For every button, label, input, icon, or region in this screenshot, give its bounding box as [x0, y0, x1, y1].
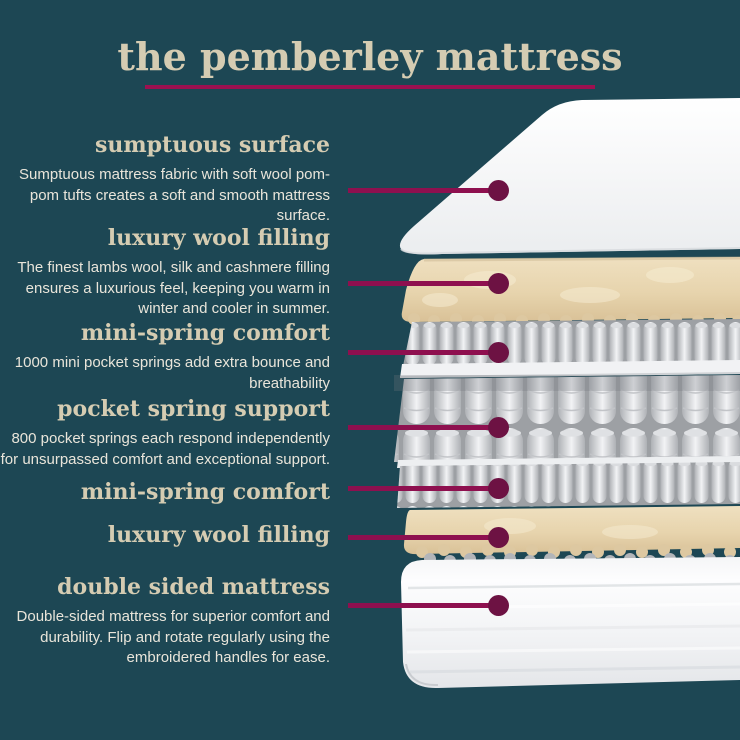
section-heading: pocket spring support [57, 396, 330, 422]
connector-dot [488, 416, 509, 438]
connector-line [348, 602, 490, 608]
connector-dot [488, 526, 509, 548]
connector-sumptuous-surface [348, 179, 509, 201]
section-heading: luxury wool filling [107, 225, 330, 251]
layer-mini-springs-bottom [397, 462, 740, 508]
section-double-sided: double sided mattress Double-sided mattr… [0, 574, 330, 669]
layer-top-cover [399, 98, 740, 255]
connector-mini-spring-top [348, 341, 509, 363]
connector-dot [488, 272, 509, 294]
section-sumptuous-surface: sumptuous surface Sumptuous mattress fab… [0, 132, 330, 227]
section-body: Double-sided mattress for superior comfo… [16, 608, 330, 666]
connector-luxury-wool-bottom [348, 526, 509, 548]
connector-line [348, 187, 490, 193]
connector-double-sided [348, 594, 509, 616]
title-underline [145, 85, 595, 89]
section-heading: luxury wool filling [107, 522, 330, 548]
section-heading: mini-spring comfort [80, 320, 330, 346]
section-body: 1000 mini pocket springs add extra bounc… [14, 354, 330, 392]
section-luxury-wool-bottom: luxury wool filling [0, 522, 330, 555]
connector-line [348, 485, 490, 491]
connector-line [348, 349, 490, 355]
connector-dot [488, 594, 509, 616]
section-luxury-wool-top: luxury wool filling The finest lambs woo… [0, 225, 330, 320]
section-heading: mini-spring comfort [80, 479, 330, 505]
section-mini-spring-bottom: mini-spring comfort [0, 479, 330, 512]
connector-line [348, 534, 490, 540]
connector-pocket-spring [348, 416, 509, 438]
connector-dot [488, 341, 509, 363]
connector-luxury-wool-top [348, 272, 509, 294]
connector-dot [488, 179, 509, 201]
section-body: Sumptuous mattress fabric with soft wool… [19, 166, 330, 224]
section-heading: sumptuous surface [95, 132, 330, 158]
section-body: The finest lambs wool, silk and cashmere… [17, 259, 330, 317]
connector-mini-spring-bottom [348, 477, 509, 499]
connector-line [348, 280, 490, 286]
section-body: 800 pocket springs each respond independ… [0, 430, 330, 468]
section-mini-spring-top: mini-spring comfort 1000 mini pocket spr… [0, 320, 330, 394]
connector-line [348, 424, 490, 430]
page-title: the pemberley mattress [117, 34, 623, 79]
section-heading: double sided mattress [57, 574, 330, 600]
layer-pocket-springs [394, 375, 740, 462]
connector-dot [488, 477, 509, 499]
layer-base [401, 557, 740, 689]
mattress-cutaway-illustration [394, 98, 740, 689]
section-pocket-spring: pocket spring support 800 pocket springs… [0, 396, 330, 470]
